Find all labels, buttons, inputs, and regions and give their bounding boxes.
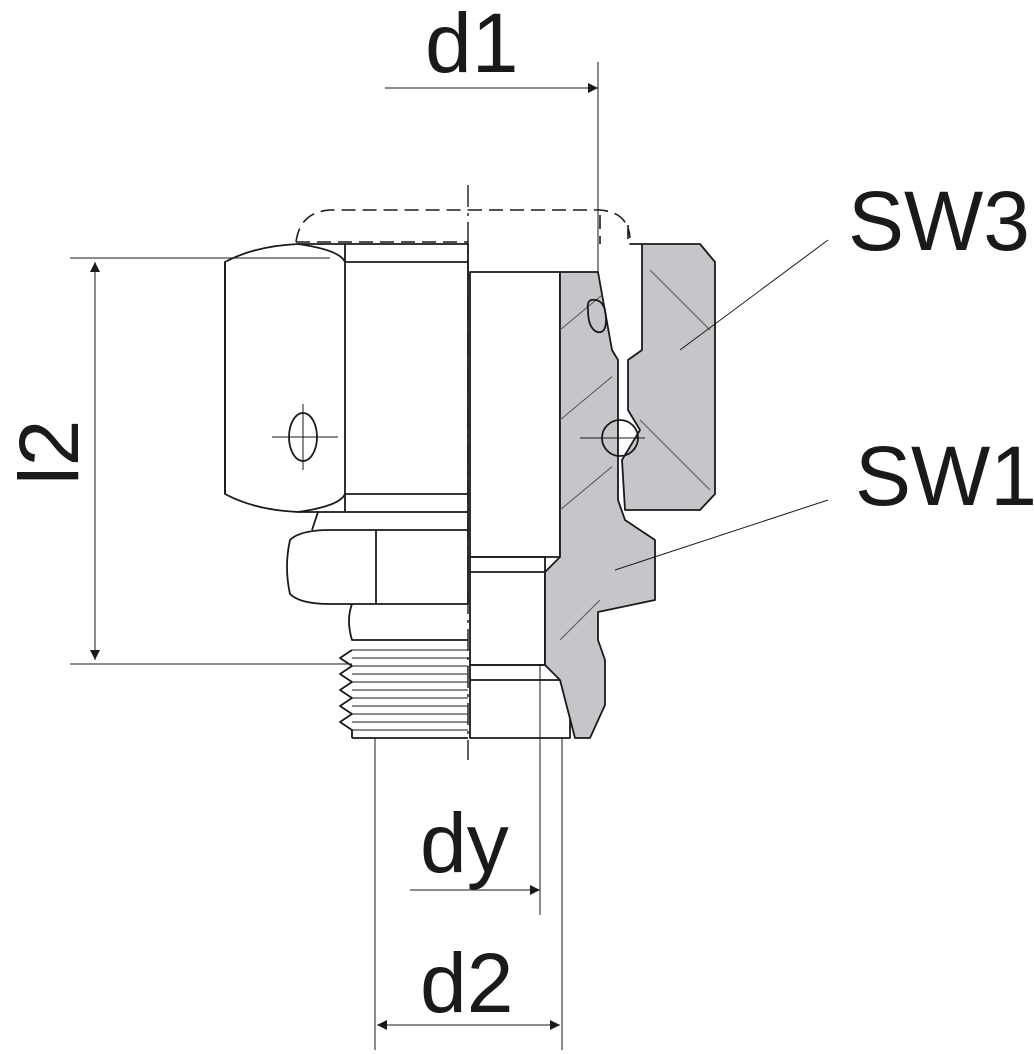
seal-ring xyxy=(586,298,607,334)
dim-dy: dy xyxy=(410,665,541,915)
dim-d2: d2 xyxy=(374,738,563,1050)
neck xyxy=(311,511,469,531)
nut-section xyxy=(621,243,716,511)
body-section xyxy=(544,271,656,739)
upper-bore xyxy=(469,271,561,558)
callout-sw3: SW3 xyxy=(679,174,1030,351)
ghost-nut-outline xyxy=(295,209,631,243)
section-hatching xyxy=(639,419,711,491)
upper-hex-nut xyxy=(224,243,469,513)
section-hatching xyxy=(649,269,711,331)
section-view xyxy=(469,215,716,739)
ghost-nut-right xyxy=(599,215,629,244)
label-sw1: SW1 xyxy=(855,429,1034,523)
section-hatching xyxy=(559,599,601,641)
label-sw3: SW3 xyxy=(848,174,1030,268)
lower-bore xyxy=(469,556,546,666)
lower-hex-body xyxy=(286,529,469,605)
label-dy: dy xyxy=(420,796,509,890)
exterior-view xyxy=(224,185,631,760)
label-d2: d2 xyxy=(420,936,513,1030)
thread-relief xyxy=(348,603,468,641)
callout-sw1: SW1 xyxy=(614,429,1034,571)
leader-line xyxy=(614,499,829,571)
leader-line xyxy=(679,239,829,351)
hex-chamfer xyxy=(297,243,346,513)
dim-d1: d1 xyxy=(385,0,599,272)
label-d1: d1 xyxy=(425,0,518,90)
thread-profile xyxy=(339,649,353,738)
dim-l2: l2 xyxy=(2,257,352,665)
label-l2: l2 xyxy=(2,420,96,485)
